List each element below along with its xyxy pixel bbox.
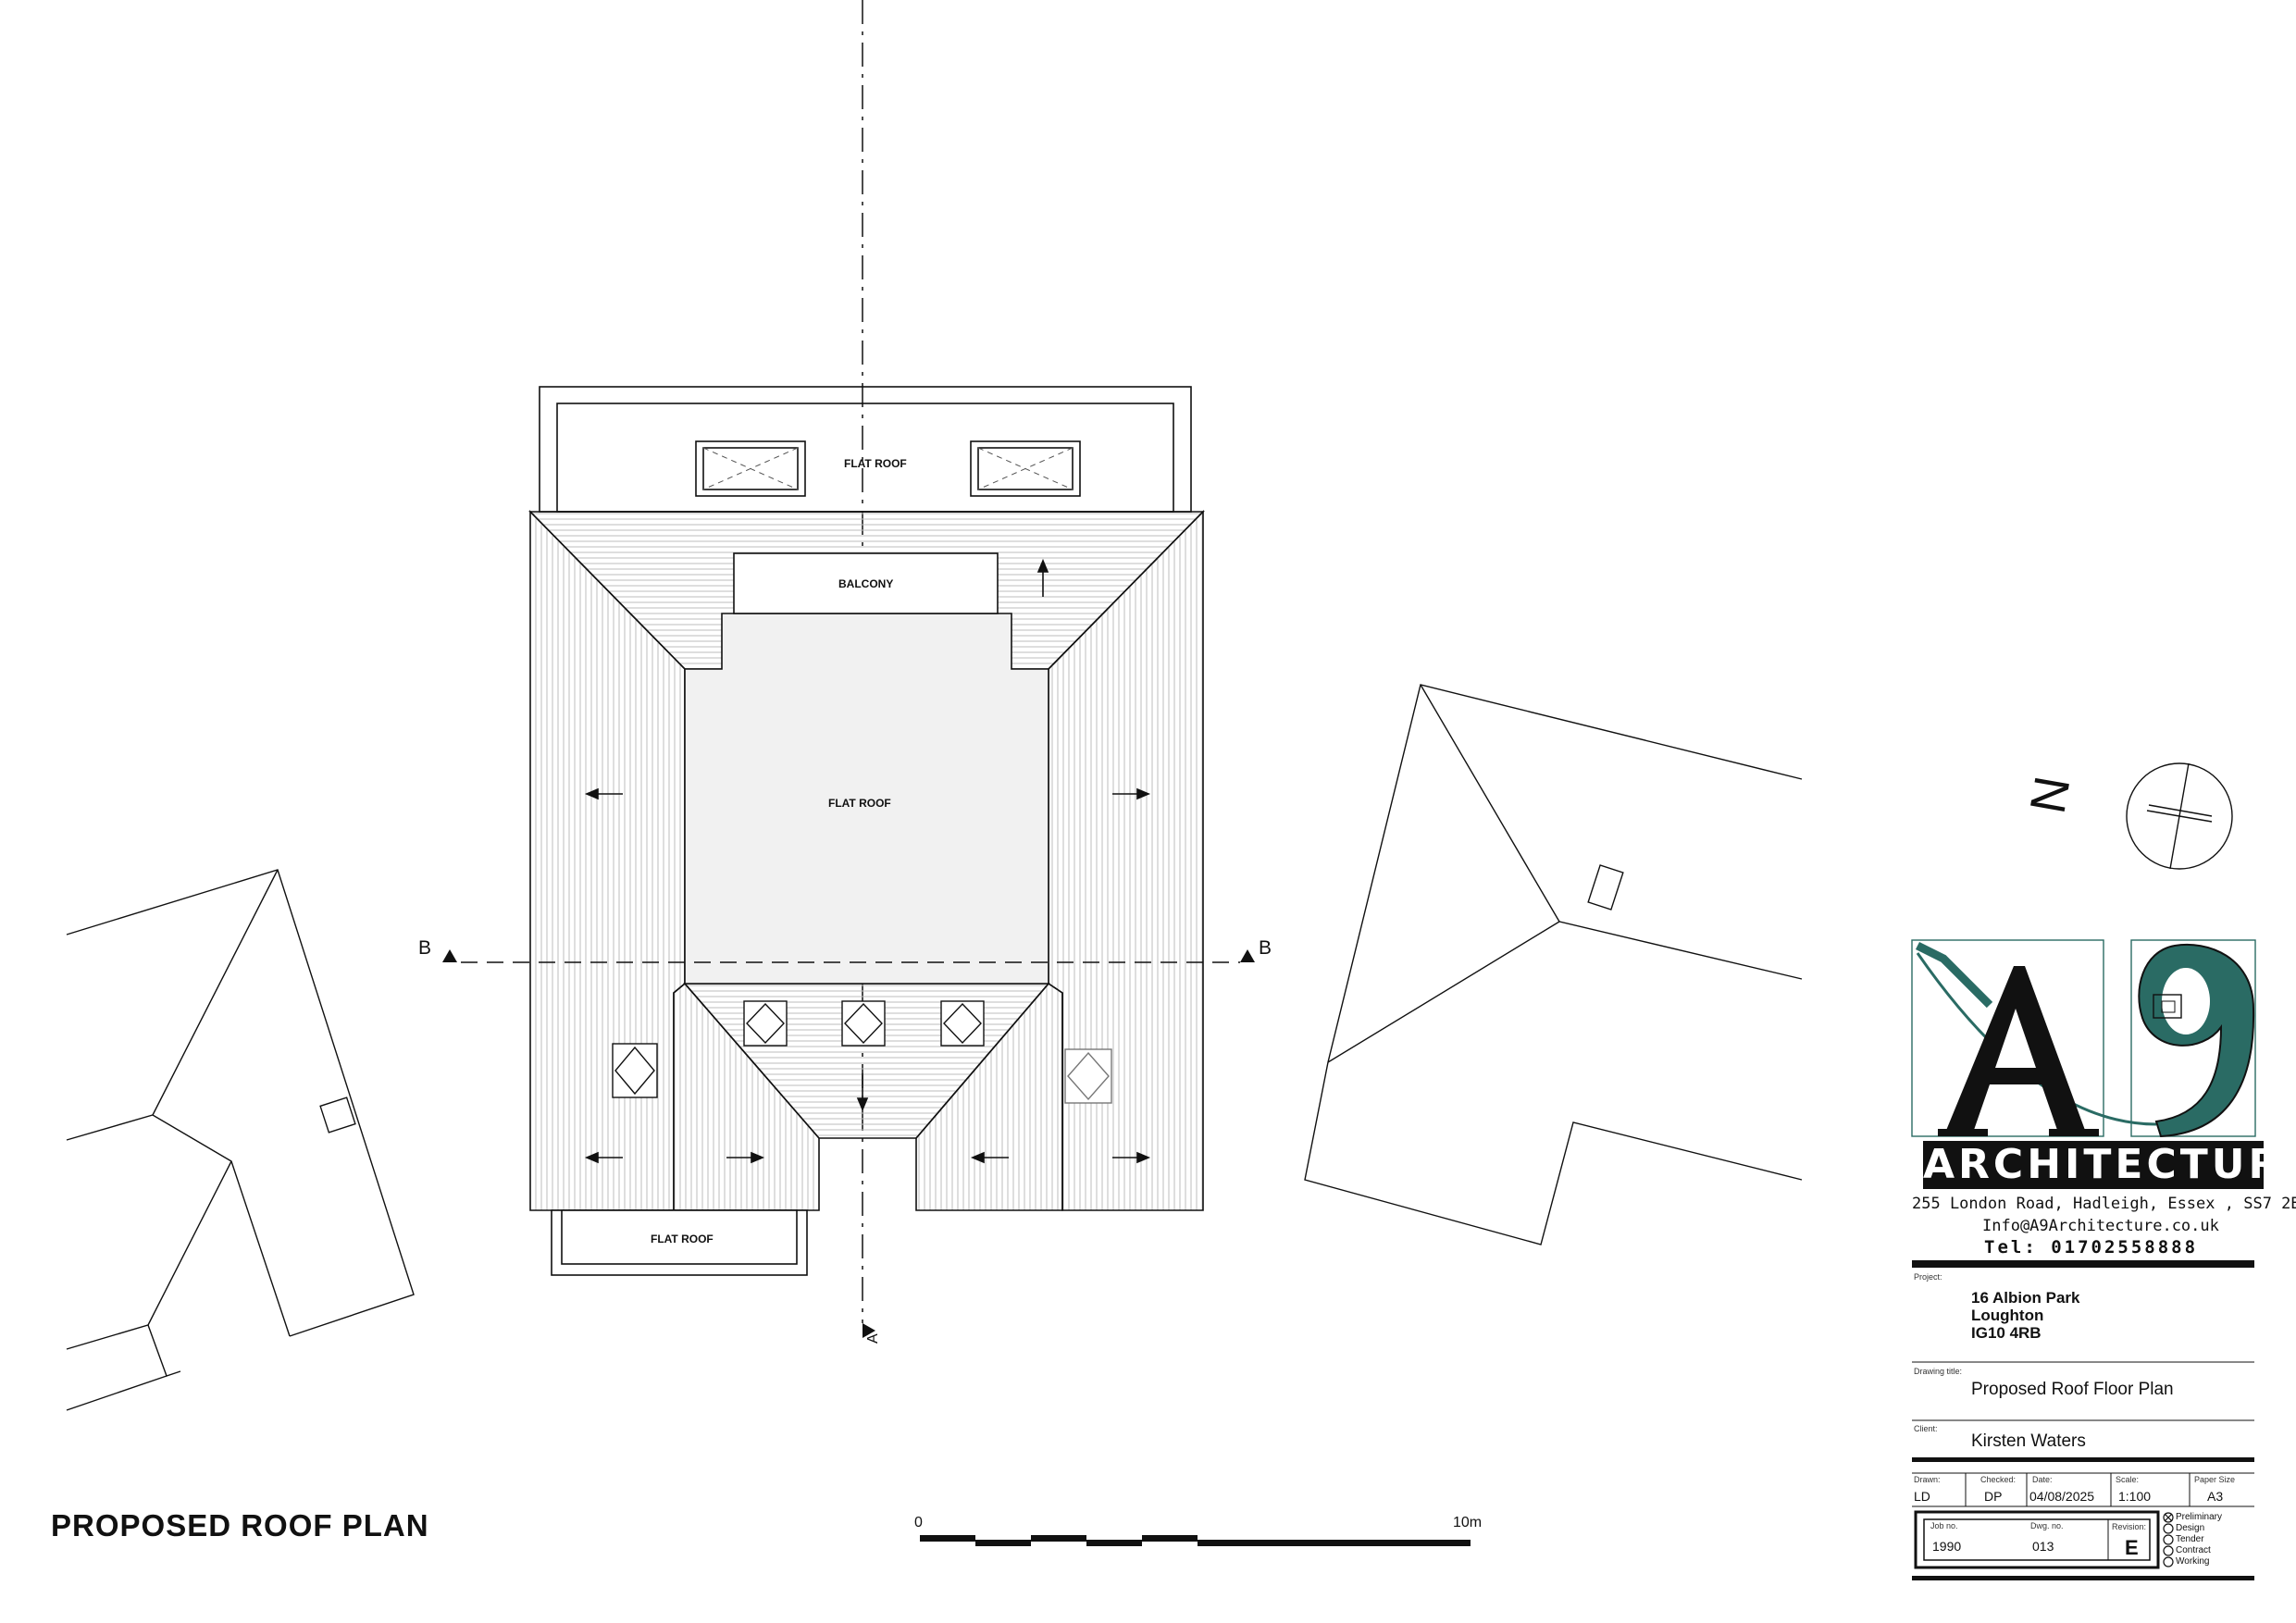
office-address: 255 London Road, Hadleigh, Essex , SS7 2… [1912, 1195, 2296, 1213]
section-b-left-marker [442, 949, 457, 962]
project-line-2: Loughton [1971, 1307, 2044, 1324]
office-email: Info@A9Architecture.co.uk [1982, 1217, 2219, 1235]
project-label: Project: [1914, 1272, 1942, 1282]
job-no-label: Job no. [1930, 1521, 1958, 1530]
flat-roof-top [539, 386, 1192, 513]
stage-design: Design [2176, 1523, 2205, 1533]
paper-size-label: Paper Size [2194, 1475, 2236, 1484]
scale-bar-end: 10m [1453, 1515, 1483, 1530]
section-b-right-label: B [1259, 937, 1272, 959]
flat-roof-bottom [551, 1209, 808, 1276]
neighbour-right [1304, 684, 1803, 1245]
stage-preliminary: Preliminary [2176, 1512, 2223, 1522]
checked-label: Checked: [1980, 1475, 2017, 1484]
dwg-no-value: 013 [2032, 1539, 2054, 1554]
flat-roof-centre-label: FLAT ROOF [828, 797, 891, 810]
balcony-label: BALCONY [838, 577, 894, 590]
stage-working: Working [2176, 1556, 2210, 1567]
section-a-label: A [865, 1333, 881, 1344]
flat-roof-centre [684, 613, 1049, 985]
client-label: Client: [1914, 1424, 1938, 1433]
neighbour-left [66, 869, 415, 1411]
a9-logo-icon [1911, 939, 2256, 1138]
title-block-frame [1912, 1260, 2254, 1580]
flat-roof-top-label: FLAT ROOF [844, 457, 907, 470]
date-label: Date: [2032, 1475, 2053, 1484]
flat-roof-bottom-label: FLAT ROOF [651, 1233, 714, 1245]
rooflight-crosses [702, 447, 1074, 490]
project-line-3: IG10 4RB [1971, 1324, 2042, 1342]
stage-checkboxes [2163, 1512, 2174, 1567]
scale-value: 1:100 [2118, 1489, 2152, 1504]
stage-contract: Contract [2176, 1545, 2211, 1555]
drawn-value: LD [1914, 1489, 1930, 1504]
rooflights [612, 1000, 1112, 1104]
drawing-title: Proposed Roof Floor Plan [1971, 1380, 2174, 1399]
scale-label: Scale: [2116, 1475, 2140, 1484]
client-name: Kirsten Waters [1971, 1431, 2086, 1451]
date-value: 04/08/2025 [2029, 1489, 2095, 1504]
scale-bar [920, 1535, 1471, 1546]
dwg-no-label: Dwg. no. [2030, 1521, 2064, 1530]
section-b-right-marker [1240, 949, 1255, 962]
balcony [733, 552, 999, 614]
revision-value: E [2125, 1536, 2139, 1559]
stage-tender: Tender [2176, 1534, 2204, 1544]
fall-arrows [584, 558, 1151, 1164]
plan-title: PROPOSED ROOF PLAN [51, 1508, 429, 1542]
revision-label: Revision: [2112, 1522, 2147, 1531]
paper-size-value: A3 [2207, 1489, 2224, 1504]
drawing-title-label: Drawing title: [1914, 1367, 1963, 1376]
brand-name: ARCHITECTURE [1923, 1141, 2296, 1189]
section-b-left-label: B [418, 937, 432, 959]
project-line-1: 16 Albion Park [1971, 1289, 2080, 1307]
drawn-label: Drawn: [1914, 1475, 1941, 1484]
job-no-value: 1990 [1932, 1539, 1962, 1554]
checked-value: DP [1984, 1489, 2003, 1504]
section-a-marker [863, 1323, 875, 1338]
north-arrow-icon [2126, 762, 2233, 870]
office-tel: Tel: 01702558888 [1984, 1237, 2199, 1258]
scale-bar-start: 0 [914, 1515, 923, 1530]
